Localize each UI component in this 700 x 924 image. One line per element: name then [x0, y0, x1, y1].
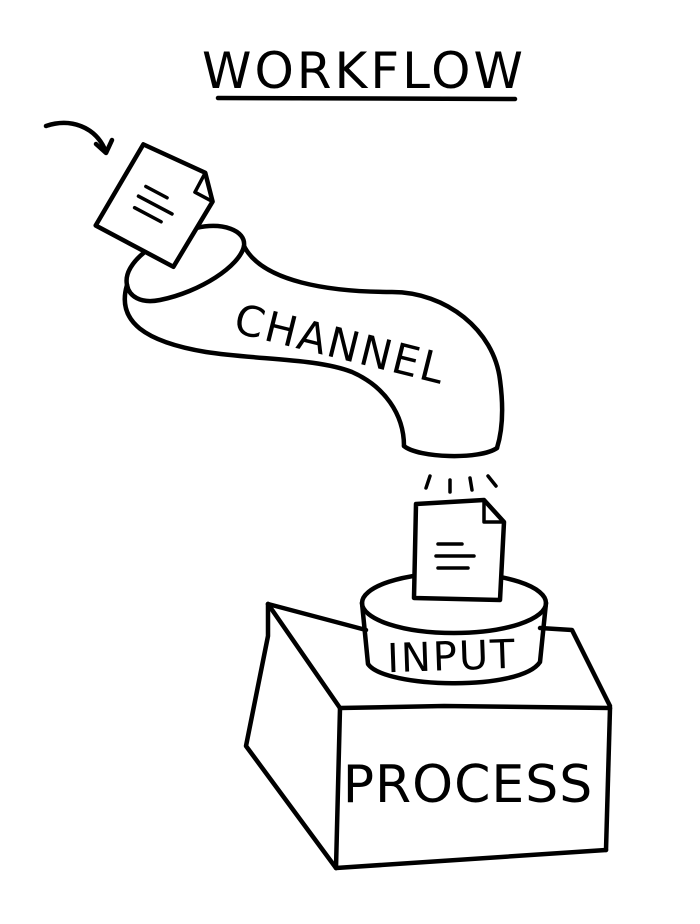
document-icon: [93, 142, 215, 270]
title-underline: [215, 95, 518, 102]
process-label: PROCESS: [343, 755, 594, 815]
process-box: [243, 601, 613, 871]
channel-label: CHANNEL: [230, 294, 452, 394]
document-icon: [411, 497, 507, 603]
drip-marks: [424, 474, 498, 494]
diagram-title: WORKFLOW: [202, 42, 526, 100]
incoming-arrow-icon: [43, 120, 115, 156]
input-label: INPUT: [386, 632, 517, 682]
